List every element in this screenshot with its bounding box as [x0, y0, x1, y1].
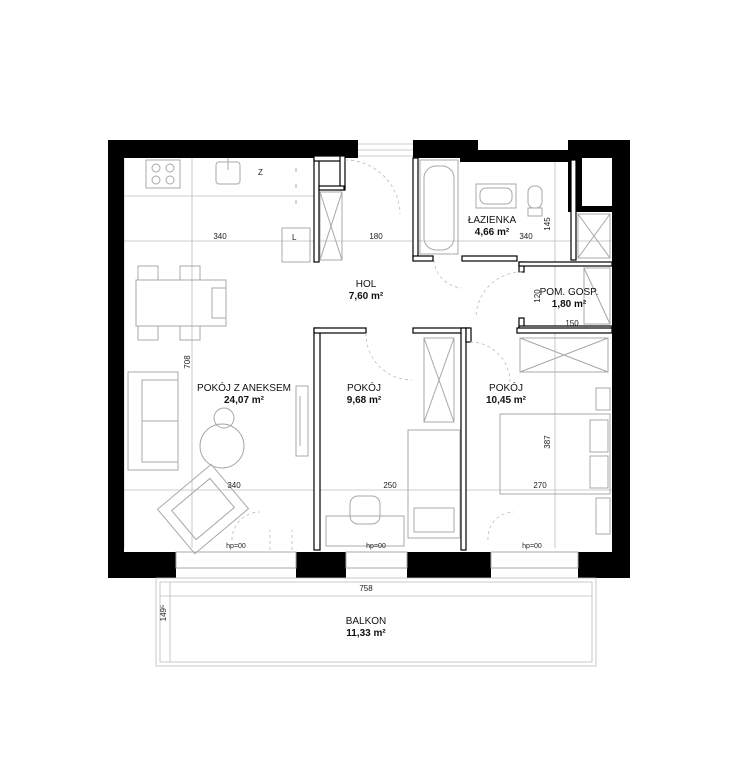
top-window: [358, 143, 413, 157]
dining-table: [135, 265, 227, 341]
room-right-area: 10,45 m²: [486, 395, 527, 406]
dim-bottom-left: 340: [227, 481, 241, 490]
svg-text:L: L: [292, 233, 297, 242]
dim-bottom-right: 270: [533, 481, 547, 490]
bathroom-fixtures: [419, 159, 611, 259]
dim-utility-height: 120: [533, 289, 542, 303]
armchair: [156, 463, 250, 555]
balcony: [155, 577, 597, 667]
balcony-area: 11,33 m²: [346, 628, 386, 639]
dim-top-right: 340: [519, 232, 533, 241]
dimension-labels: 340 180 340 145 120 150 708 387 340 250 …: [159, 217, 579, 622]
hall-area: 7,60 m²: [349, 291, 384, 302]
dim-utility-width: 150: [565, 319, 579, 328]
middle-room-furniture: [325, 337, 461, 547]
sill-mid: hp=00: [366, 543, 386, 550]
dim-top-left: 340: [213, 232, 227, 241]
hall-name: HOL: [356, 279, 377, 290]
interior-walls: [313, 155, 613, 551]
room-mid-name: POKÓJ: [347, 381, 381, 394]
utility-area: 1,80 m²: [552, 299, 587, 310]
room-mid-area: 9,68 m²: [347, 395, 382, 406]
door-swings: [231, 159, 523, 550]
bathroom-name: ŁAZIENKA: [468, 215, 517, 226]
balcony-name: BALKON: [346, 616, 387, 627]
bathroom-area: 4,66 m²: [475, 227, 510, 238]
sill-right: hp=00: [522, 543, 542, 550]
utility-name: POM. GOSP.: [540, 287, 599, 298]
bottom-windows: [175, 551, 579, 569]
sill-left: hp=00: [226, 543, 246, 550]
dim-living-height: 708: [183, 355, 192, 369]
dim-right-room-height: 387: [543, 435, 552, 449]
dim-bottom-mid: 250: [383, 481, 397, 490]
sofa: [127, 371, 309, 471]
living-area: 24,07 m²: [224, 395, 265, 406]
dim-balcony-width: 758: [359, 584, 373, 593]
room-labels: ŁAZIENKA 4,66 m² HOL 7,60 m² POM. GOSP. …: [197, 215, 598, 639]
dim-bath-height: 145: [543, 217, 552, 231]
window-sill-labels: hp=00 hp=00 hp=00: [226, 543, 542, 550]
right-room-furniture: [499, 337, 611, 535]
living-name: POKÓJ Z ANEKSEM: [197, 381, 291, 394]
svg-text:Z: Z: [258, 168, 263, 177]
dim-balcony-depth: 149⁵: [159, 605, 168, 622]
utility-fixtures: [583, 267, 611, 325]
room-right-name: POKÓJ: [489, 381, 523, 394]
dim-top-mid: 180: [369, 232, 383, 241]
outer-walls: [108, 140, 630, 578]
kitchen-furniture: Z L: [145, 158, 343, 263]
